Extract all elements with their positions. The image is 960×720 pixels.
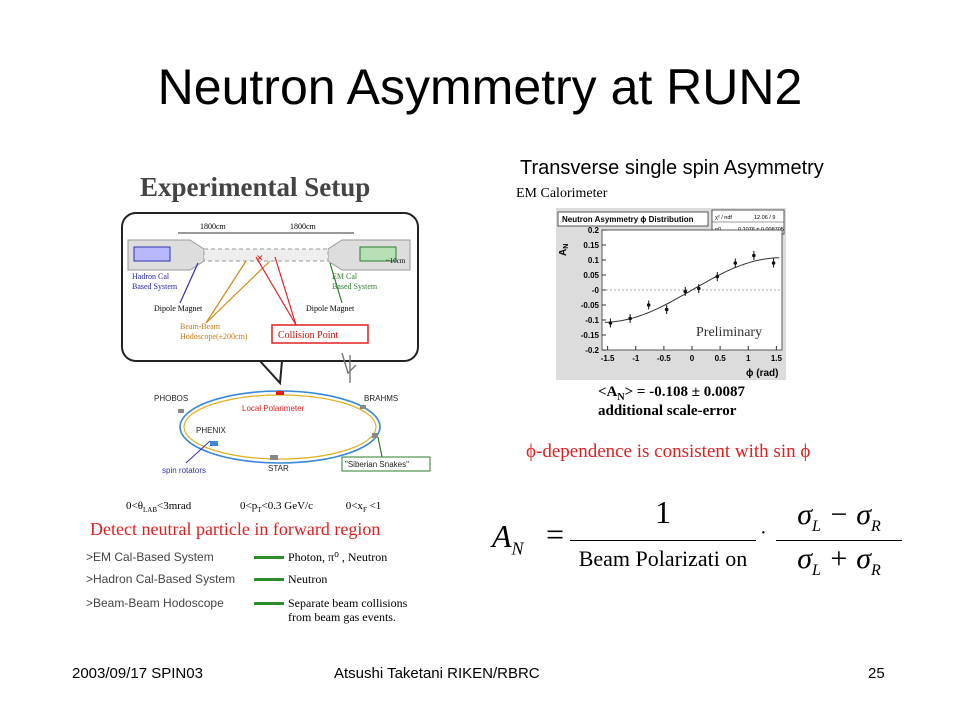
x-tick-label: 0.5 xyxy=(715,354,727,363)
chart-title-box xyxy=(557,211,709,227)
data-point xyxy=(715,272,720,281)
y-tick-label: 0.2 xyxy=(588,226,600,235)
x-tick-label: 1 xyxy=(746,354,751,363)
y-tick-label: -0.05 xyxy=(581,301,600,310)
y-tick-label: -0.15 xyxy=(581,331,600,340)
spin-rotators-label: spin rotators xyxy=(162,466,206,475)
footer-date: 2003/09/17 SPIN03 xyxy=(72,665,203,682)
data-point xyxy=(608,318,613,328)
y-tick-label: 0.15 xyxy=(583,241,599,250)
kinematic-cuts: 0<θLAB<3mrad 0<pT<0.3 GeV/c 0<xF <1 xyxy=(126,500,382,515)
y-axis: 0.2 0.15 0.1 0.05 -0 -0.05 -0.1 -0.15 -0.2 xyxy=(581,226,606,355)
y-tick-label: -0.1 xyxy=(585,316,599,325)
y-tick-label: -0 xyxy=(592,286,600,295)
system-desc: Neutron xyxy=(288,572,328,586)
ring-markers xyxy=(178,391,378,460)
x-axis: -1.5 -1 -0.5 0 0.5 1 1.5 xyxy=(601,346,783,363)
average-asymmetry: <AN> = -0.108 ± 0.0087 xyxy=(598,384,745,403)
collision-point-label: Collision Point xyxy=(278,330,339,341)
formula-lhs: AN xyxy=(492,518,524,559)
size-label: ~10cm xyxy=(386,257,406,265)
x-axis-label: ϕ (rad) xyxy=(746,368,779,379)
slide-subtitle: Transverse single spin Asymmetry xyxy=(520,157,824,179)
dist-right-label: 1800cm xyxy=(290,222,317,231)
y-tick-label: 0.1 xyxy=(588,256,600,265)
y-axis-label: AN xyxy=(558,244,570,256)
fit-curve xyxy=(604,257,780,323)
detect-text: Detect neutral particle in forward regio… xyxy=(90,519,381,539)
formula-sigma-denominator: σL + σR xyxy=(797,542,881,579)
local-polarimeter-label: Local Polarimeter xyxy=(242,404,305,413)
system-row: >Beam-Beam Hodoscope xyxy=(86,596,224,610)
stats-chi-label: χ² / ndf xyxy=(715,215,732,221)
hadron-cal-block xyxy=(133,246,171,262)
svg-text:✕: ✕ xyxy=(256,253,264,263)
system-desc: Separate beam collisions xyxy=(288,596,408,610)
dist-left-label: 1800cm xyxy=(200,222,227,231)
data-point xyxy=(628,314,632,323)
data-point xyxy=(752,251,756,260)
system-row: >Hadron Cal-Based System xyxy=(86,572,236,586)
setup-heading: Experimental Setup xyxy=(140,172,371,202)
data-point xyxy=(733,258,738,268)
dipole-left-label: Dipole Magnet xyxy=(154,304,203,313)
phi-statement: ϕ-dependence is consistent with sin ϕ xyxy=(526,441,811,462)
collision-point-box xyxy=(271,324,369,344)
asymmetry-chart: Neutron Asymmetry ϕ Distribution χ² / nd… xyxy=(557,209,785,379)
plot-panel-header: EM Calorimeter xyxy=(516,186,608,201)
bbc-label2: Hodoscope(±200cm) xyxy=(180,332,248,341)
data-point xyxy=(696,284,701,293)
data-point xyxy=(664,305,669,314)
hadron-cal-label: Hadron Cal xyxy=(132,272,170,281)
page-number: 25 xyxy=(868,665,885,682)
hadron-cal-label2: Based System xyxy=(132,282,178,291)
x-tick-label: -0.5 xyxy=(657,354,671,363)
slide-title: Neutron Asymmetry at RUN2 xyxy=(157,59,803,115)
callout-pointer xyxy=(257,360,284,386)
chart-title: Neutron Asymmetry ϕ Distribution xyxy=(562,215,694,224)
system-desc: Photon, π⁰ , Neutron xyxy=(288,550,388,564)
em-cal-label: EM Cal xyxy=(332,272,358,281)
stats-chi-value: 12.06 / 9 xyxy=(754,215,775,221)
scale-error-note: additional scale-error xyxy=(598,403,737,419)
data-points xyxy=(608,251,776,328)
y-tick-label: 0.05 xyxy=(583,271,599,280)
preliminary-watermark: Preliminary xyxy=(696,325,762,340)
bbc-label: Beam-Beam xyxy=(180,322,221,331)
y-tick-label: -0.2 xyxy=(585,346,599,355)
formula-numerator: 1 xyxy=(655,494,671,530)
star-label: STAR xyxy=(268,464,289,473)
formula-denominator: Beam Polarizati on xyxy=(578,546,748,571)
x-tick-label: -1 xyxy=(632,354,640,363)
em-cal-block xyxy=(359,246,397,262)
formula-fraction-bar xyxy=(570,540,756,541)
phobos-label: PHOBOS xyxy=(154,394,188,403)
formula-sigma-numerator: σL − σR xyxy=(797,498,881,535)
x-tick-label: 1.5 xyxy=(771,354,783,363)
dipole-right-label: Dipole Magnet xyxy=(306,304,355,313)
system-row: >EM Cal-Based System xyxy=(86,550,214,564)
brahms-label: BRAHMS xyxy=(364,394,398,403)
x-tick-label: -1.5 xyxy=(601,354,615,363)
asymmetry-formula: AN = 1 Beam Polarizati on · σL − σR σL +… xyxy=(492,494,912,584)
em-cal-label2: Based System xyxy=(332,282,378,291)
footer-author: Atsushi Taketani RIKEN/RBRC xyxy=(334,665,540,682)
siberian-snakes-box xyxy=(341,456,431,472)
data-point xyxy=(683,287,688,296)
data-point xyxy=(771,258,776,268)
data-point xyxy=(646,300,651,310)
siberian-snakes-label: "Siberian Snakes" xyxy=(345,460,409,469)
phenix-label: PHENIX xyxy=(196,426,226,435)
system-desc-2: from beam gas events. xyxy=(288,610,396,624)
experimental-setup-diagram: 1800cm 1800cm ~10cm Hadron Cal Based Sys… xyxy=(121,212,431,475)
x-tick-label: 0 xyxy=(690,354,695,363)
